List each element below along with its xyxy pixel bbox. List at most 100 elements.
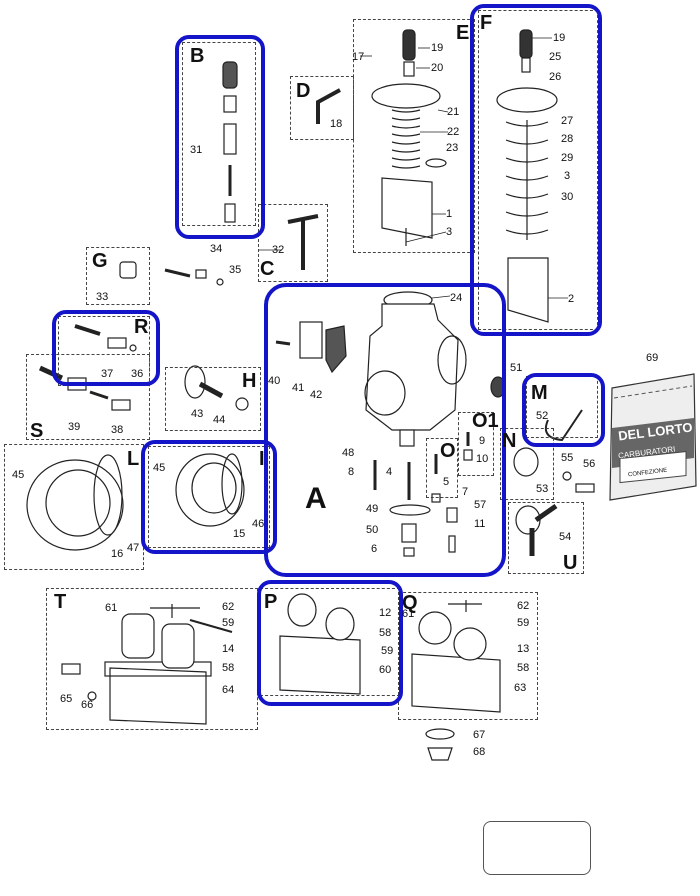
part-number-51: 51 (510, 362, 523, 374)
part-number-33: 33 (96, 291, 109, 303)
part-25 (521, 57, 531, 73)
part-12-float (287, 593, 317, 627)
part-67 (425, 728, 455, 740)
highlight-group-f[interactable] (470, 4, 602, 336)
part-number-26: 26 (549, 71, 562, 83)
part-number-q-58: 58 (517, 662, 530, 674)
part-r-screw (74, 324, 101, 336)
part-number-24: 24 (450, 292, 463, 304)
part-number-q-59: 59 (517, 617, 530, 629)
part-number-6: 6 (371, 543, 378, 555)
part-number-19: 19 (431, 42, 444, 54)
group-label-o: O (440, 440, 456, 462)
part-number-t-62: 62 (222, 601, 235, 613)
part-number-55: 55 (561, 452, 574, 464)
highlight-group-m[interactable] (522, 373, 605, 447)
group-frame-f (478, 10, 598, 330)
part-number-q-61: 61 (402, 608, 415, 620)
part-number-64: 64 (222, 684, 235, 696)
part-number-22: 22 (447, 126, 460, 138)
part-43 (184, 365, 206, 399)
group-label-c: C (260, 258, 275, 280)
group-frame-e (353, 19, 475, 253)
part-number-63: 63 (514, 682, 527, 694)
highlight-group-a[interactable] (264, 283, 506, 577)
part-31-tip (224, 203, 236, 223)
part-number-35: 35 (229, 264, 242, 276)
highlight-group-p[interactable] (257, 580, 403, 706)
part-number-60: 60 (379, 664, 392, 676)
part-22-spring (391, 109, 421, 169)
part-34-screw (164, 268, 191, 278)
part-33 (119, 261, 137, 279)
empty-note-box (483, 821, 591, 875)
part-34-spring (195, 269, 207, 279)
part-20 (403, 61, 415, 77)
part-number-5: 5 (443, 476, 450, 488)
part-number-8: 8 (348, 466, 355, 478)
group-label-a: A (305, 482, 327, 515)
group-label-g: G (92, 250, 108, 272)
part-2-slide (507, 257, 549, 323)
part-number-65: 65 (60, 693, 73, 705)
part-number-16: 16 (111, 548, 124, 560)
part-number-44: 44 (213, 414, 226, 426)
part-number-30: 30 (561, 191, 574, 203)
highlight-group-r[interactable] (52, 310, 160, 386)
part-number-20: 20 (431, 62, 444, 74)
part-number-69: 69 (646, 352, 659, 364)
part-number-37: 37 (101, 368, 114, 380)
group-label-n: N (502, 430, 517, 452)
part-number-t-58: 58 (222, 662, 235, 674)
group-label-o1: O1 (472, 410, 499, 432)
part-66 (87, 691, 97, 701)
part-56 (575, 483, 595, 493)
part-number-48: 48 (342, 447, 355, 459)
part-number-47: 47 (127, 542, 140, 554)
group-frame-g (86, 247, 150, 305)
part-number-32: 32 (272, 244, 285, 256)
part-number-4: 4 (386, 466, 393, 478)
part-number-21: 21 (447, 106, 460, 118)
part-44 (235, 397, 249, 411)
part-18-key (316, 88, 341, 124)
part-number-28: 28 (561, 133, 574, 145)
group-label-b: B (190, 45, 205, 67)
part-number-p-58: 58 (379, 627, 392, 639)
part-number-39: 39 (68, 421, 81, 433)
highlight-group-b[interactable] (175, 35, 265, 239)
part-41 (299, 321, 323, 359)
group-label-e: E (456, 22, 470, 44)
group-label-l: L (127, 448, 140, 470)
part-number-40: 40 (268, 375, 281, 387)
part-52 (544, 409, 583, 442)
part-number-31: 31 (190, 144, 203, 156)
part-55 (562, 471, 572, 481)
part-number-f-3: 3 (564, 170, 571, 182)
part-r-spring (107, 337, 127, 349)
group-frame-b (182, 42, 256, 226)
group-frame-i (148, 446, 270, 548)
part-number-9: 9 (479, 435, 486, 447)
carb-body (365, 303, 459, 431)
highlight-group-i[interactable] (141, 440, 277, 554)
part-53 (513, 447, 539, 477)
part-number-68: 68 (473, 746, 486, 758)
part-number-54: 54 (559, 531, 572, 543)
part-11 (446, 507, 458, 523)
part-23 (425, 158, 447, 168)
group-label-q: Q (402, 592, 418, 614)
group-label-t: T (54, 591, 67, 613)
part-10 (463, 449, 473, 461)
group-frame-o1 (458, 412, 494, 476)
part-13-float (418, 611, 452, 645)
part-number-t-61: 61 (105, 602, 118, 614)
part-27 (496, 87, 558, 113)
group-label-u: U (563, 552, 578, 574)
part-number-53: 53 (536, 483, 549, 495)
part-number-7: 7 (462, 486, 469, 498)
part-number-23: 23 (446, 142, 459, 154)
group-label-h: H (242, 370, 257, 392)
part-21 (371, 83, 441, 109)
